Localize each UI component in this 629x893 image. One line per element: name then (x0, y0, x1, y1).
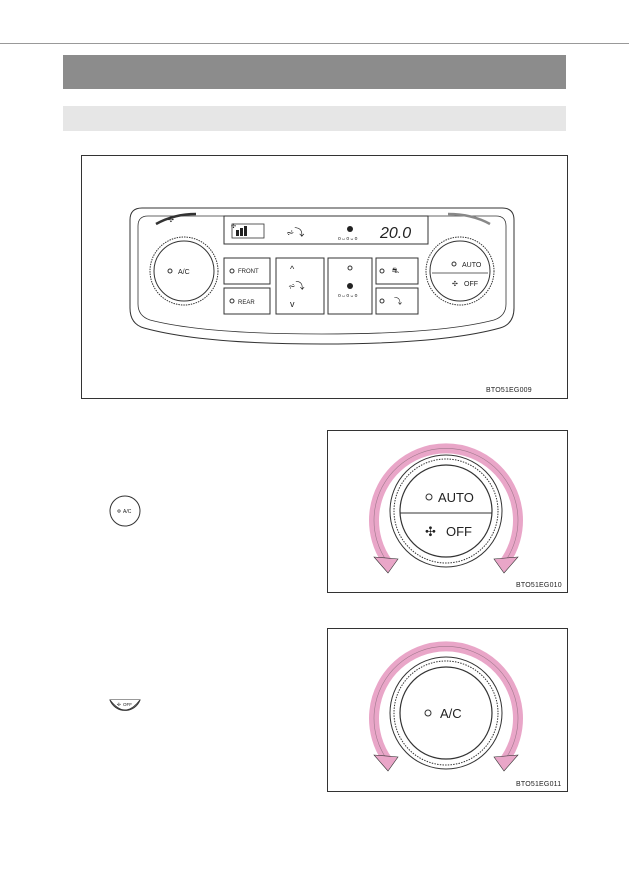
svg-text:OFF: OFF (446, 524, 472, 539)
svg-text:OFF: OFF (464, 281, 478, 288)
svg-text:⤵: ⤵ (394, 297, 402, 306)
top-rule (0, 43, 629, 44)
svg-text:^: ^ (290, 264, 295, 274)
svg-text:A/C: A/C (123, 509, 132, 515)
svg-text:v: v (290, 299, 295, 309)
svg-text:✣: ✣ (231, 223, 236, 230)
lcd-display (223, 215, 429, 245)
svg-text:AUTO: AUTO (438, 490, 474, 505)
control-panel-illustration: ✣ ⩫⤵ ᴏ ᴗ ᴏ ᴗ ᴏ 20.0 ✣ A/C AUTO ✣ OFF FRO… (129, 207, 532, 394)
svg-text:A/C: A/C (178, 269, 190, 276)
fan-icon: ✣ (425, 524, 436, 539)
control-panel-figure: ✣ ⩫⤵ ᴏ ᴗ ᴏ ᴗ ᴏ 20.0 ✣ A/C AUTO ✣ OFF FRO… (81, 155, 568, 399)
svg-text:⛐: ⛐ (392, 266, 399, 275)
figure-code: BTO51EG009 (486, 387, 532, 394)
svg-text:AUTO: AUTO (462, 262, 482, 269)
svg-text:FRONT: FRONT (238, 269, 259, 275)
subsection-title-bar (63, 106, 566, 131)
svg-text:⩫⤵: ⩫⤵ (288, 281, 305, 291)
svg-text:REAR: REAR (238, 300, 255, 306)
temperature-readout: 20.0 (379, 225, 411, 242)
svg-text:✣: ✣ (117, 702, 121, 707)
svg-text:✣: ✣ (452, 280, 458, 288)
ac-dial-figure: A/C BTO51EG011 (327, 628, 568, 792)
defrost-mode-icon: ⩫⤵ (286, 227, 304, 239)
section-title-bar (63, 55, 566, 89)
ac-button-icon: A/C (109, 495, 141, 527)
auto-off-dial-figure: AUTO ✣ OFF BTO51EG010 (327, 430, 568, 593)
svg-text:ᴏ ᴗ ᴏ ᴗ ᴏ: ᴏ ᴗ ᴏ ᴗ ᴏ (338, 293, 358, 299)
svg-text:OFF: OFF (123, 702, 132, 707)
svg-text:ᴏ ᴗ ᴏ ᴗ ᴏ: ᴏ ᴗ ᴏ ᴗ ᴏ (338, 236, 358, 242)
figure-code: BTO51EG010 (516, 582, 562, 589)
svg-text:✣: ✣ (168, 216, 174, 224)
ac-dial-illustration: A/C BTO51EG011 (369, 641, 561, 788)
auto-off-dial-illustration: AUTO ✣ OFF BTO51EG010 (369, 443, 562, 589)
off-button-icon: ✣ OFF (109, 699, 141, 711)
svg-text:A/C: A/C (440, 706, 462, 721)
figure-code: BTO51EG011 (516, 781, 561, 788)
